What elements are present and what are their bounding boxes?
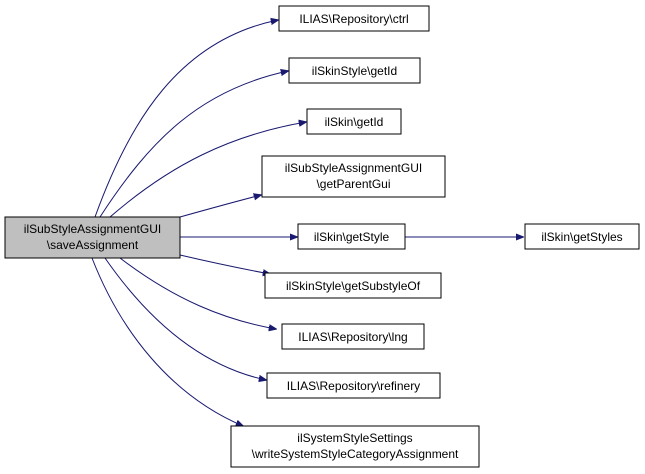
edge-root-to-get-parent-gui [179, 195, 261, 218]
node-repo-lng-label: ILIAS\Repository\lng [298, 330, 407, 344]
edge-root-to-write-assignment [91, 257, 243, 426]
node-get-parent-gui-line-1: ilSubStyleAssignmentGUI [285, 161, 422, 175]
node-root-line-1: ilSubStyleAssignmentGUI [24, 222, 161, 236]
edge-root-to-get-substyle-of [179, 254, 270, 274]
node-repo-ctrl[interactable]: ILIAS\Repository\ctrl [278, 5, 430, 32]
node-skin-getstyle-label: ilSkin\getStyle [314, 230, 390, 244]
node-skin-getid[interactable]: ilSkin\getId [306, 108, 402, 135]
edge-root-to-repo-ctrl [94, 20, 278, 218]
node-repo-refinery-label: ILIAS\Repository\refinery [287, 379, 420, 393]
edge-root-to-skin-getid [109, 122, 306, 218]
node-skin-getid-label: ilSkin\getId [325, 115, 384, 129]
node-get-substyle-of[interactable]: ilSkinStyle\getSubstyleOf [264, 272, 442, 299]
edge-root-to-skinstyle-getid [99, 71, 288, 218]
edges [91, 20, 523, 426]
edge-root-to-repo-lng [119, 257, 276, 329]
node-skin-getstyle[interactable]: ilSkin\getStyle [297, 223, 406, 250]
node-root-line-2: \saveAssignment [47, 238, 139, 252]
node-get-parent-gui-line-2: \getParentGui [316, 177, 390, 191]
node-repo-refinery[interactable]: ILIAS\Repository\refinery [266, 372, 441, 399]
node-get-parent-gui[interactable]: ilSubStyleAssignmentGUI \getParentGui [261, 155, 446, 198]
node-skinstyle-getid[interactable]: ilSkinStyle\getId [288, 57, 421, 84]
node-get-substyle-of-label: ilSkinStyle\getSubstyleOf [286, 279, 421, 293]
node-repo-ctrl-label: ILIAS\Repository\ctrl [299, 12, 408, 26]
node-write-assignment-line-1: ilSystemStyleSettings [297, 431, 412, 445]
node-skin-getstyles-label: ilSkin\getStyles [541, 230, 622, 244]
node-skin-getstyles[interactable]: ilSkin\getStyles [524, 223, 640, 250]
edge-root-to-repo-refinery [104, 257, 266, 380]
node-skinstyle-getid-label: ilSkinStyle\getId [312, 64, 397, 78]
node-write-assignment-line-2: \writeSystemStyleCategoryAssignment [252, 447, 459, 461]
node-write-assignment[interactable]: ilSystemStyleSettings \writeSystemStyleC… [230, 425, 480, 468]
node-repo-lng[interactable]: ILIAS\Repository\lng [281, 323, 425, 350]
node-root[interactable]: ilSubStyleAssignmentGUI \saveAssignment [4, 216, 181, 259]
